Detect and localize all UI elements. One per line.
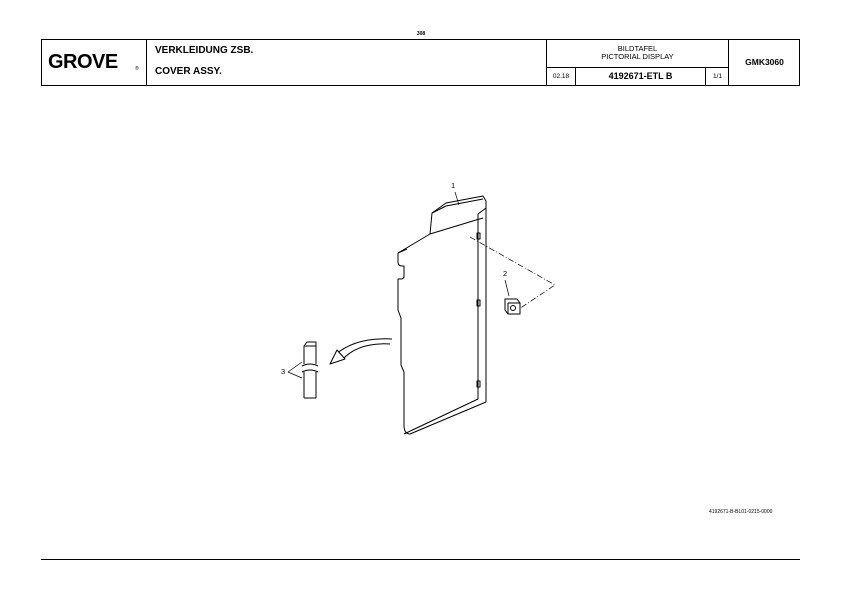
title-english: COVER ASSY. bbox=[155, 66, 222, 77]
bottom-rule bbox=[41, 559, 800, 560]
crane-model: GMK3060 bbox=[728, 40, 800, 85]
callout-2: 2 bbox=[503, 269, 508, 278]
drawing-number: 4192671-ETL B bbox=[608, 71, 673, 81]
title-cell: VERKLEIDUNG ZSB. COVER ASSY. bbox=[147, 40, 545, 85]
title-german: VERKLEIDUNG ZSB. bbox=[155, 45, 254, 56]
registered-mark: ® bbox=[135, 66, 139, 72]
issue-date: 02.18 bbox=[547, 68, 576, 85]
callout-3: 3 bbox=[281, 367, 286, 376]
page-number: 308 bbox=[416, 31, 426, 37]
cover-top-flange bbox=[431, 198, 484, 214]
sheet-number: 1/1 bbox=[705, 68, 729, 85]
callout-1: 1 bbox=[451, 181, 456, 190]
sealing-strip bbox=[301, 341, 319, 399]
pictorial-display-label: PICTORIAL DISPLAY bbox=[601, 52, 674, 61]
grove-logo: GROVE bbox=[48, 51, 118, 73]
slot-top bbox=[476, 232, 481, 240]
clip-nut bbox=[504, 298, 521, 315]
document-info: BILDTAFEL PICTORIAL DISPLAY 02.18 419267… bbox=[546, 40, 728, 85]
cover-panel bbox=[397, 195, 487, 435]
slot-middle bbox=[476, 299, 481, 307]
slot-bottom bbox=[476, 380, 481, 388]
logo-cell: GROVE ® bbox=[42, 40, 147, 85]
bildtafel-label: BILDTAFEL bbox=[617, 44, 658, 53]
drawing-id: 4192671-B-BL01-0215-0000 bbox=[709, 509, 773, 515]
title-block: GROVE ® VERKLEIDUNG ZSB. COVER ASSY. BIL… bbox=[41, 39, 800, 86]
display-type: BILDTAFEL PICTORIAL DISPLAY bbox=[547, 40, 728, 68]
